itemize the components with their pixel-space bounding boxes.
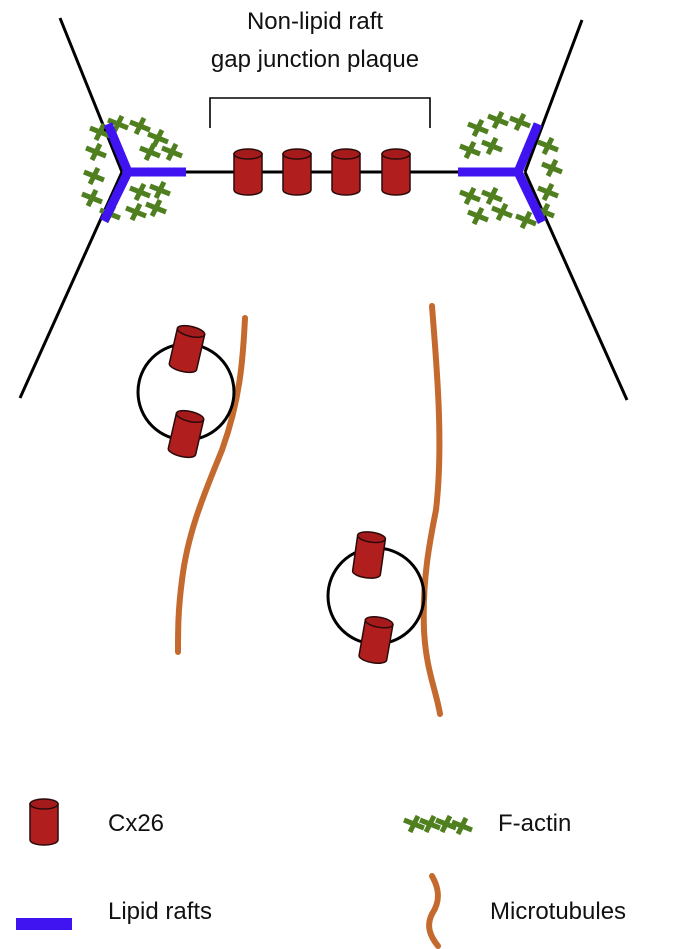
legend-microtubules-label: Microtubules	[490, 898, 626, 926]
legend-cx26-icon	[30, 799, 58, 845]
vesicle-lower-connexon-top	[352, 530, 386, 579]
membrane-right-lower	[525, 172, 627, 400]
plaque-label-line1: Non-lipid raft	[170, 8, 460, 36]
vesicle-upper	[138, 323, 234, 459]
legend-f-actin-icon	[404, 816, 472, 834]
plaque-label-line2: gap junction plaque	[170, 46, 460, 74]
legend-cx26-label: Cx26	[108, 810, 164, 838]
microtubule-right	[424, 306, 440, 714]
vesicle-upper-connexon-bottom	[167, 408, 205, 459]
connexon-2	[283, 149, 311, 195]
legend-f-actin-label: F-actin	[498, 810, 571, 838]
vesicle-lower-connexon-bottom	[358, 615, 394, 665]
legend-lipid-rafts-label: Lipid rafts	[108, 898, 212, 926]
connexon-1	[234, 149, 262, 195]
connexon-3	[332, 149, 360, 195]
lipid-raft-left	[104, 124, 186, 221]
legend-microtubule-icon	[429, 876, 438, 946]
vesicle-upper-connexon-top	[168, 323, 206, 374]
lipid-raft-right	[458, 124, 542, 222]
plaque-bracket	[210, 98, 430, 128]
legend-lipid-raft-icon	[16, 918, 72, 930]
vesicle-lower	[328, 530, 424, 665]
connexon-4	[382, 149, 410, 195]
